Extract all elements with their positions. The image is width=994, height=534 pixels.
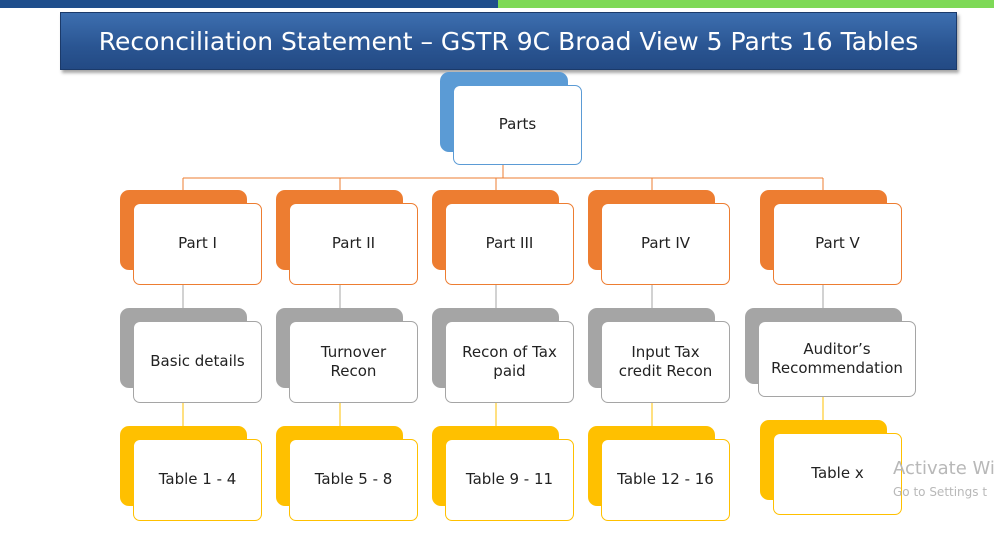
part-1-label: Part I [178, 234, 217, 253]
top-accent-bar-green [498, 0, 994, 8]
part-2-tables-label: Table 5 - 8 [314, 470, 393, 489]
part-2-topic-label: Turnover Recon [320, 342, 387, 381]
part-2-topic-node: Turnover Recon [289, 321, 418, 403]
part-4-label: Part IV [640, 234, 691, 253]
part-5-node: Part V [773, 203, 902, 285]
part-3-label: Part III [485, 234, 534, 253]
part-5-topic-node: Auditor’s Recommendation [758, 321, 916, 397]
root-node-label: Parts [498, 115, 537, 134]
part-4-node: Part IV [601, 203, 730, 285]
part-5-tables-label: Table x [811, 464, 864, 483]
part-1-topic-node: Basic details [133, 321, 262, 403]
top-accent-bar-blue [0, 0, 498, 8]
part-5-topic-label: Auditor’s Recommendation [771, 339, 903, 378]
activation-watermark-subtitle: Go to Settings t [893, 485, 988, 499]
part-5-tables-node: Table x [773, 433, 902, 515]
part-1-node: Part I [133, 203, 262, 285]
part-4-tables-node: Table 12 - 16 [601, 439, 730, 521]
title-band: Reconciliation Statement – GSTR 9C Broad… [60, 12, 957, 70]
part-5-label: Part V [815, 234, 860, 253]
part-2-label: Part II [331, 234, 376, 253]
part-2-node: Part II [289, 203, 418, 285]
diagram-title: Reconciliation Statement – GSTR 9C Broad… [98, 26, 919, 56]
part-3-topic-label: Recon of Tax paid [462, 342, 557, 381]
root-node: Parts [453, 85, 582, 165]
part-3-node: Part III [445, 203, 574, 285]
part-1-topic-label: Basic details [150, 352, 245, 371]
part-4-tables-label: Table 12 - 16 [617, 470, 714, 489]
part-1-tables-label: Table 1 - 4 [158, 470, 237, 489]
part-4-topic-label: Input Tax credit Recon [618, 342, 713, 381]
part-4-topic-node: Input Tax credit Recon [601, 321, 730, 403]
activation-watermark-title: Activate Wi [893, 458, 994, 479]
part-1-tables-node: Table 1 - 4 [133, 439, 262, 521]
part-2-tables-node: Table 5 - 8 [289, 439, 418, 521]
part-3-tables-label: Table 9 - 11 [465, 470, 554, 489]
part-3-tables-node: Table 9 - 11 [445, 439, 574, 521]
part-3-topic-node: Recon of Tax paid [445, 321, 574, 403]
